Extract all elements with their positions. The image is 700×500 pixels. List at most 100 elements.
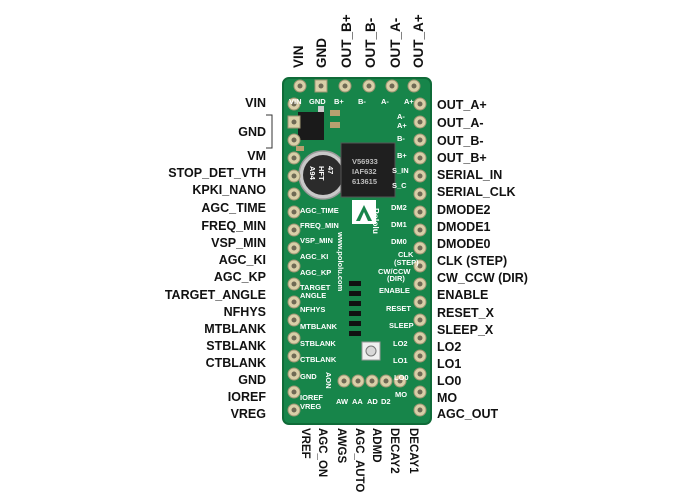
silkscreen-text: CW/CCW <box>378 267 411 276</box>
pad-hole <box>341 378 347 384</box>
silkscreen-text: D2 <box>381 397 391 406</box>
silkscreen-text: HFT <box>317 166 326 181</box>
chip-marking: 613615 <box>352 177 378 186</box>
passive-part <box>296 146 304 151</box>
pad-hole <box>291 299 297 305</box>
resistor <box>349 311 361 316</box>
pad-hole <box>417 173 423 179</box>
pad-hole <box>411 83 417 89</box>
right-pin-label: SERIAL_IN <box>437 168 503 182</box>
pad-hole <box>417 209 423 215</box>
silkscreen-text: AGC_TIME <box>300 206 339 215</box>
pad-hole <box>369 378 375 384</box>
left-pin-label: VREG <box>230 407 266 421</box>
right-pin-label: LO1 <box>437 357 462 371</box>
silkscreen-text: VIN <box>289 97 302 106</box>
pad-hole <box>383 378 389 384</box>
left-pin-label: NFHYS <box>223 305 266 319</box>
pad-hole <box>291 335 297 341</box>
resistor <box>349 331 361 336</box>
pad-hole <box>417 263 423 269</box>
right-pin-label: OUT_B- <box>437 134 484 148</box>
left-pin-label: STBLANK <box>206 339 266 353</box>
left-pin-label: STOP_DET_VTH <box>168 166 266 180</box>
pad-hole <box>318 83 324 89</box>
right-pin-label: MO <box>437 391 458 405</box>
silkscreen-text: B+ <box>334 97 344 106</box>
pad-hole <box>417 335 423 341</box>
resistor <box>349 291 361 296</box>
logo-mark <box>356 205 372 221</box>
driver-chip <box>340 142 396 198</box>
left-pin-label: VSP_MIN <box>211 236 266 250</box>
pad-hole <box>291 227 297 233</box>
left-pin-label: IOREF <box>227 390 266 404</box>
silkscreen-text: LO0 <box>394 373 409 382</box>
pad-hole <box>417 101 423 107</box>
silkscreen-text: LO1 <box>393 356 408 365</box>
silkscreen-text: www.pololu.com <box>336 232 345 292</box>
bottom-pin-label: DECAY1 <box>407 428 419 474</box>
silkscreen-text: VREG <box>300 402 322 411</box>
silkscreen-text: LO2 <box>393 339 408 348</box>
pad-hole <box>397 378 403 384</box>
right-pin-label: DMODE2 <box>437 203 491 217</box>
top-pin-label: GND <box>314 38 329 68</box>
pad-hole <box>417 137 423 143</box>
pad-hole <box>291 263 297 269</box>
pad-hole <box>291 173 297 179</box>
silkscreen-text: A+ <box>404 97 414 106</box>
silkscreen-text: Pololu <box>371 208 381 234</box>
pad-hole <box>355 378 361 384</box>
bottom-pin-label: DECAY2 <box>388 428 400 474</box>
pad-hole <box>366 83 372 89</box>
silkscreen-text: ANGLE <box>300 291 327 300</box>
right-pin-label: CLK (STEP) <box>437 254 508 268</box>
right-pin-label: OUT_B+ <box>437 151 487 165</box>
chip-marking: V56933 <box>352 157 378 166</box>
pad-hole <box>291 101 297 107</box>
left-pin-label: GND <box>238 373 266 387</box>
top-pin-label: VIN <box>291 45 306 68</box>
silkscreen-text: (STEP) <box>394 258 419 267</box>
silkscreen-text: (DIR) <box>387 274 405 283</box>
silkscreen-text: DM1 <box>391 220 407 229</box>
silkscreen-text: AA <box>352 397 363 406</box>
silkscreen-text: AGC_KI <box>300 252 329 261</box>
left-pin-label: AGC_KP <box>213 270 266 284</box>
silkscreen-text: B+ <box>397 151 407 160</box>
pad-hole <box>417 227 423 233</box>
pad-hole <box>291 245 297 251</box>
pad-hole <box>291 281 297 287</box>
silkscreen-text: IOREF <box>300 393 323 402</box>
silkscreen-text: RESET <box>386 304 412 313</box>
pad-hole <box>291 407 297 413</box>
silkscreen-text: CLK <box>398 250 414 259</box>
right-pin-label: DMODE1 <box>437 220 491 234</box>
left-pin-label: VIN <box>245 96 266 110</box>
right-pin-label: OUT_A- <box>437 116 484 130</box>
silkscreen-text: A- <box>381 97 389 106</box>
silkscreen-text: DM2 <box>391 203 407 212</box>
right-pin-label: CW_CCW (DIR) <box>437 271 528 285</box>
silkscreen-text: MO <box>395 390 408 399</box>
pad-hole <box>417 191 423 197</box>
right-pin-label: ENABLE <box>437 288 489 302</box>
left-pin-label: VM <box>247 149 266 163</box>
silkscreen-text: GND <box>309 97 326 106</box>
pad-hole <box>417 299 423 305</box>
silkscreen-text: AW <box>336 397 349 406</box>
pad-hole <box>417 281 423 287</box>
silkscreen-text: VSP_MIN <box>300 236 333 245</box>
pad-hole <box>417 353 423 359</box>
regulator-lead <box>318 106 324 112</box>
left-pin-label: CTBLANK <box>205 356 266 370</box>
right-pin-label: LO0 <box>437 374 462 388</box>
potentiometer-knob[interactable] <box>365 345 377 357</box>
silkscreen-text: ENABLE <box>379 286 410 295</box>
silkscreen-text: AON <box>324 372 333 389</box>
passive-part <box>330 122 340 128</box>
pad-hole <box>417 119 423 125</box>
bottom-pin-label: AGC_AUTO <box>353 428 365 493</box>
top-pin-label: OUT_B+ <box>339 14 354 68</box>
